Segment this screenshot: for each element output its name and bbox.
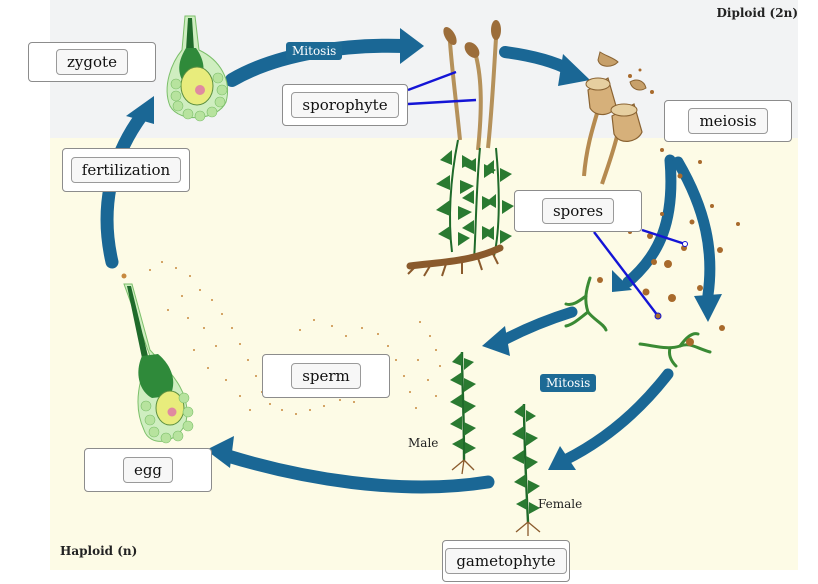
label-box-meiosis[interactable]: meiosis bbox=[664, 100, 792, 142]
protonema-spore-1 bbox=[597, 277, 603, 283]
arrow-meiosis-right bbox=[672, 156, 716, 301]
label-egg: egg bbox=[122, 457, 174, 483]
arrow-head-mitosis-top bbox=[400, 28, 424, 64]
female-label: Female bbox=[538, 497, 583, 511]
arrow-gametophyte-to-egg bbox=[221, 449, 495, 494]
haploid-zone-title: Haploid (n) bbox=[60, 544, 138, 558]
label-sporophyte: sporophyte bbox=[291, 92, 399, 118]
label-fertilization: fertilization bbox=[70, 157, 182, 183]
label-box-fertilization[interactable]: fertilization bbox=[62, 148, 190, 192]
label-box-zygote[interactable]: zygote bbox=[28, 42, 156, 82]
label-gametophyte: gametophyte bbox=[445, 548, 567, 574]
protonema-spore-2 bbox=[686, 338, 694, 346]
label-zygote: zygote bbox=[56, 49, 128, 75]
label-meiosis: meiosis bbox=[688, 108, 768, 134]
egg-illustration bbox=[123, 283, 194, 444]
arrow-protonema-to-female bbox=[559, 368, 674, 466]
female-gametophyte-illustration bbox=[512, 403, 541, 536]
arrow-head-meiosis-left bbox=[612, 270, 632, 292]
arrow-head-male bbox=[482, 326, 510, 356]
label-box-sperm[interactable]: sperm bbox=[262, 354, 390, 398]
sporophyte-illustration bbox=[406, 20, 514, 277]
label-box-egg[interactable]: egg bbox=[84, 448, 212, 492]
leader-lines bbox=[407, 70, 686, 317]
arrow-head-zygote bbox=[126, 96, 154, 124]
male-gametophyte-illustration bbox=[450, 351, 476, 475]
arrow-head-female bbox=[548, 446, 576, 470]
label-box-sporophyte[interactable]: sporophyte bbox=[282, 84, 408, 126]
spore-dots bbox=[628, 68, 740, 331]
label-sperm: sperm bbox=[291, 363, 361, 389]
arrow-head-egg bbox=[206, 436, 234, 468]
arrow-meiosis-left bbox=[622, 154, 677, 288]
arrow-head-meiosis-right bbox=[694, 294, 722, 322]
zygote-illustration bbox=[166, 15, 228, 122]
leader-end-2 bbox=[654, 312, 662, 320]
mitosis-tag-middle: Mitosis bbox=[540, 374, 597, 392]
label-box-spores[interactable]: spores bbox=[514, 190, 642, 232]
label-spores: spores bbox=[541, 198, 615, 224]
leader-end-1 bbox=[682, 241, 688, 247]
sperm-dots bbox=[121, 261, 441, 415]
capsule-illustration bbox=[582, 51, 647, 185]
protonema-illustration bbox=[564, 276, 712, 368]
male-label: Male bbox=[408, 436, 439, 450]
mitosis-tag-top: Mitosis bbox=[286, 42, 343, 60]
diploid-zone-title: Diploid (2n) bbox=[716, 6, 798, 20]
haploid-zone bbox=[50, 138, 798, 570]
arrow-head-capsule bbox=[558, 54, 590, 86]
label-box-gametophyte[interactable]: gametophyte bbox=[442, 540, 570, 582]
